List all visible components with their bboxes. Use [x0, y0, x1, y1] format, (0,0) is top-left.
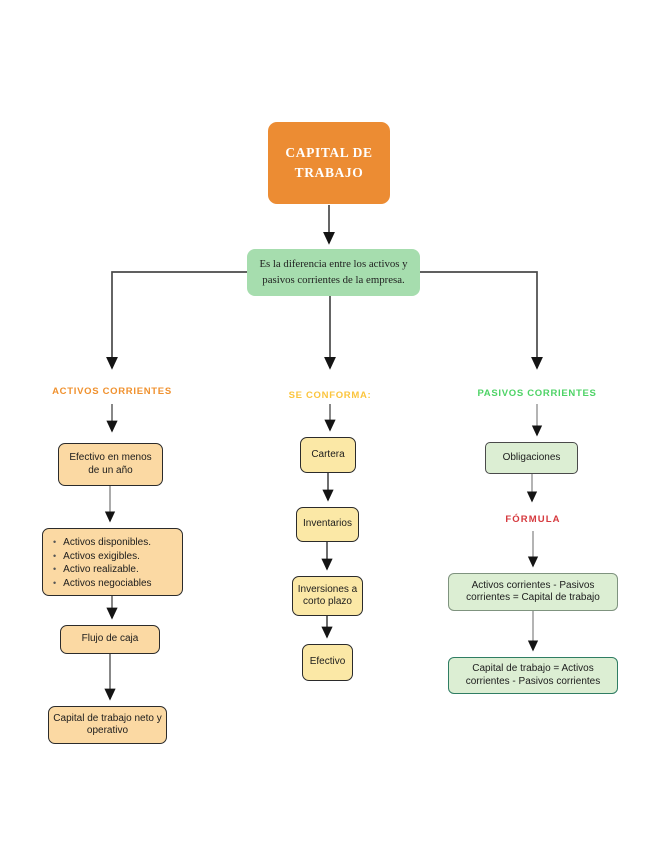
header-se-conforma: SE CONFORMA:	[288, 390, 372, 401]
node-inversiones-corto-plazo: Inversiones a corto plazo	[292, 576, 363, 616]
node-activos-bullet-list: Activos disponibles. Activos exigibles. …	[42, 528, 183, 596]
bullet-list: Activos disponibles. Activos exigibles. …	[47, 532, 154, 593]
node-efectivo: Efectivo	[302, 644, 353, 681]
node-inventarios: Inventarios	[296, 507, 359, 542]
bullet-item: Activos exigibles.	[53, 551, 152, 564]
node-efectivo-menos-un-ano: Efectivo en menos de un año	[58, 443, 163, 486]
header-pasivos-corrientes: PASIVOS CORRIENTES	[477, 388, 597, 399]
node-obligaciones: Obligaciones	[485, 442, 578, 474]
node-cartera: Cartera	[300, 437, 356, 473]
node-flujo-de-caja: Flujo de caja	[60, 625, 160, 654]
bullet-item: Activo realizable.	[53, 564, 152, 577]
node-capital-trabajo-neto-operativo: Capital de trabajo neto y operativo	[48, 706, 167, 744]
header-activos-corrientes: ACTIVOS CORRIENTES	[52, 386, 172, 397]
bullet-item: Activos negociables	[53, 578, 151, 591]
bullet-item: Activos disponibles.	[53, 537, 152, 550]
definition-node: Es la diferencia entre los activos y pas…	[247, 249, 420, 296]
title-node: CAPITAL DE TRABAJO	[268, 122, 390, 204]
header-formula: FÓRMULA	[505, 514, 561, 525]
node-formula-capital-igual: Capital de trabajo = Activos corrientes …	[448, 657, 618, 694]
node-formula-activos-menos-pasivos: Activos corrientes - Pasivos corrientes …	[448, 573, 618, 611]
